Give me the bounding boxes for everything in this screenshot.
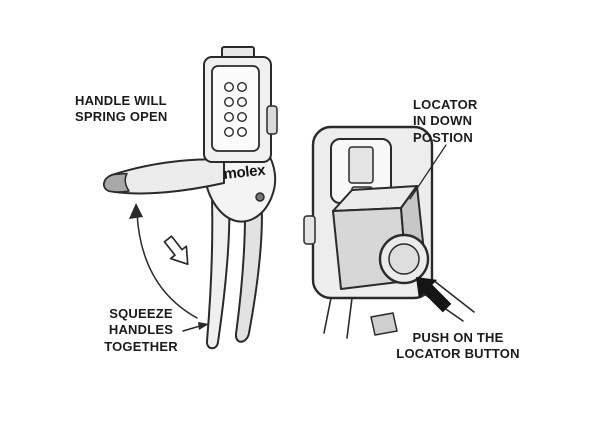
squeeze-direction-arrow-icon [163, 235, 189, 266]
closeup-window-slot [348, 146, 374, 184]
label-squeeze-handles: SQUEEZE HANDLES TOGETHER [104, 306, 178, 354]
pivot-dot [255, 192, 265, 202]
locator-button-inner [388, 243, 420, 275]
label-push-locator-button: PUSH ON THE LOCATOR BUTTON [396, 330, 520, 362]
die-holes [223, 81, 247, 137]
head-closeup-view [303, 125, 475, 339]
front-handle [205, 191, 231, 350]
spring-handle-tip [103, 172, 130, 193]
squeeze-leader-arrow-icon [198, 322, 209, 330]
head-side-latch [266, 105, 278, 135]
brand-text: molex [223, 162, 267, 183]
push-arrow-icon [416, 277, 452, 313]
squeeze-leader-line [182, 325, 201, 332]
tool-side-view: molex [103, 46, 278, 350]
locator-leader-line [409, 144, 447, 200]
closeup-left-tab [303, 215, 316, 245]
spring-arc-arrow-icon [129, 203, 143, 219]
closeup-latch [370, 312, 398, 336]
head-die-plate [211, 65, 260, 152]
spring-arc [136, 212, 198, 319]
label-handle-spring-open: HANDLE WILL SPRING OPEN [75, 93, 168, 125]
label-locator-down-position: LOCATOR IN DOWN POSTION [413, 97, 478, 145]
